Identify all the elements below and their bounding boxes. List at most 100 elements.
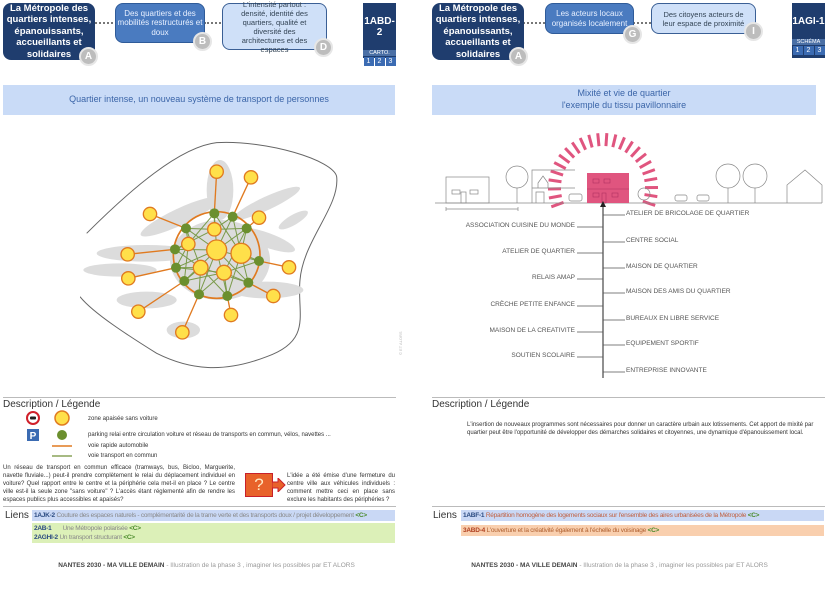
facility-label: SOUTIEN SCOLAIRE (511, 352, 575, 359)
sunburst-ray (639, 160, 652, 169)
theme-main-text: La Métropole des quartiers intenses, épa… (6, 3, 92, 60)
urban-fabric (83, 160, 308, 339)
park-relay-node (179, 276, 190, 286)
sunburst-ray (571, 141, 581, 155)
theme-sub1-text: Les acteurs locaux organisés localement (551, 8, 628, 28)
theme-box-sub2[interactable]: L'intensité partout : densité, identité … (222, 0, 327, 54)
calm-zone-node (120, 246, 135, 262)
theme-main-text: La Métropole des quartiers intenses, épa… (435, 3, 521, 60)
sunburst-ray (548, 194, 562, 200)
link-code: 2AGHI-2 (34, 534, 58, 541)
facility-label: ENTREPRISE INNOVANTE (626, 367, 707, 374)
footer-text: - Illustration de la phase 3 , imaginer … (164, 562, 355, 569)
banner-line: Mixité et vie de quartier (577, 88, 671, 99)
sunburst-ray (611, 134, 618, 148)
theme-box-main[interactable]: La Métropole des quartiers intenses, épa… (432, 3, 524, 60)
link-row[interactable]: 2AB-1 Une Métropole polarisée <C> (34, 524, 395, 533)
sunburst-ray (618, 136, 626, 150)
banner-line: l'exemple du tissu pavillonnaire (561, 100, 687, 110)
type-label: SCHÉMA (792, 39, 825, 45)
park-relay-node (170, 244, 180, 255)
sunburst-ray (550, 169, 564, 177)
code-label: 1ABD-2 (364, 16, 395, 38)
sunburst (547, 133, 659, 209)
divider (3, 506, 396, 507)
sunburst-ray (548, 178, 562, 184)
calm-zone-node (251, 210, 267, 225)
divider (432, 506, 825, 507)
connector (204, 22, 224, 24)
page-3[interactable]: 3 (814, 46, 825, 55)
calm-zone-node (281, 260, 297, 275)
footer: NANTES 2030 - MA VILLE DEMAIN - Illustra… (413, 562, 826, 569)
page-3[interactable]: 3 (385, 57, 396, 66)
calm-zone-node (142, 206, 158, 222)
links-label: Liens (433, 510, 457, 521)
badge-a: A (509, 47, 528, 66)
link-row[interactable]: 2AGHI-2 Un transport structurant <C> (34, 533, 395, 542)
calm-zone-node (216, 264, 232, 281)
sunburst-ray (587, 134, 594, 148)
sunburst-ray (644, 176, 658, 183)
link-tag[interactable]: <C> (123, 534, 135, 541)
facility-label: MAISON DES AMIS DU QUARTIER (626, 288, 731, 295)
copyright: © ET ALORS (398, 331, 403, 355)
link-row[interactable]: 3ABD-4 L'ouverture et la créativité égal… (461, 525, 824, 536)
theme-box-main[interactable]: La Métropole des quartiers intenses, épa… (3, 3, 95, 60)
link-text: Couture des espaces naturels - complémen… (56, 512, 354, 519)
neighbourhood-diagram (435, 133, 823, 378)
link-text: Répartition homogène des logements socia… (485, 512, 747, 519)
theme-box-sub1[interactable]: Les acteurs locaux organisés localement (545, 3, 634, 34)
sunburst-ray (604, 133, 609, 147)
legend-title: Description / Légende (432, 399, 530, 410)
connector (633, 22, 651, 24)
theme-box-sub1[interactable]: Des quartiers et des mobilités restructu… (115, 3, 205, 43)
badge-i: I (744, 22, 763, 41)
page-1[interactable]: 1 (363, 57, 374, 66)
link-tag[interactable]: <C> (129, 525, 141, 532)
footer-text: - Illustration de la phase 3 , imaginer … (577, 562, 768, 569)
footer-title: NANTES 2030 - MA VILLE DEMAIN (471, 562, 578, 569)
badge-g: G (623, 25, 642, 44)
link-row[interactable]: 1AJK-2 Couture des espaces naturels - co… (32, 510, 395, 521)
park-relay-node (222, 291, 233, 301)
legend-title: Description / Légende (3, 399, 101, 410)
link-tag[interactable]: <C> (647, 527, 660, 534)
link-row[interactable]: 1ABF-1 Répartition homogène des logement… (461, 510, 824, 521)
calm-zone-node (120, 271, 136, 286)
link-tag[interactable]: <C> (747, 512, 760, 519)
skyline (435, 163, 823, 211)
legend-item: voie rapide automobile (88, 443, 149, 449)
radial-road (127, 248, 176, 255)
link-text: Une Métropole polarisée (62, 525, 128, 532)
page-2[interactable]: 2 (803, 46, 814, 55)
calm-zone-node (174, 325, 190, 340)
radial-road (128, 267, 177, 279)
page-2[interactable]: 2 (374, 57, 385, 66)
divider (3, 397, 396, 398)
question-text: L'idée a été émise d'une fermeture du ce… (287, 473, 395, 504)
park-relay-node (254, 256, 264, 266)
link-tag[interactable]: <C> (355, 512, 367, 519)
calm-zone-node (130, 304, 146, 319)
sunburst-ray (629, 146, 641, 158)
calm-zone-node (230, 242, 252, 264)
links-label: Liens (5, 510, 29, 521)
legend-item: zone apaisée sans voiture (88, 416, 158, 422)
facility-label: MAISON DE LA CREATIVITE (489, 327, 575, 334)
link-code: 1ABF-1 (463, 512, 485, 519)
facility-label: EQUIPEMENT SPORTIF (626, 340, 699, 347)
question-icon: ? (245, 473, 273, 497)
parking-icon (27, 429, 39, 441)
sunburst-ray (642, 199, 656, 207)
arrow-right-icon (272, 478, 286, 492)
legend-item: voie transport en commun (88, 453, 158, 459)
calm-zone-node (209, 164, 224, 179)
facility-label: CENTRE SOCIAL (626, 237, 679, 244)
link-group: 2AB-1 Une Métropole polarisée <C> 2AGHI-… (32, 523, 395, 543)
page-1[interactable]: 1 (792, 46, 803, 55)
calm-zone-node (243, 169, 259, 185)
park-relay-node (227, 211, 238, 222)
theme-box-sub2[interactable]: Des citoyens acteurs de leur espace de p… (651, 3, 756, 34)
